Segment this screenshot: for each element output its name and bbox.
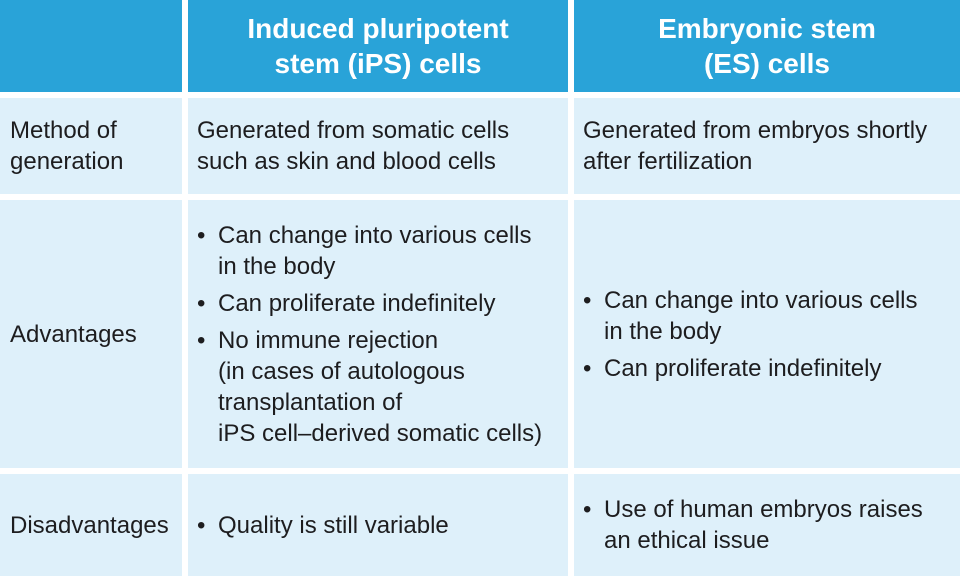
bullet-item: • Can change into various cells in the b…	[197, 220, 542, 282]
header-es-label: Embryonic stem (ES) cells	[658, 13, 876, 79]
header-ips-label: Induced pluripotent stem (iPS) cells	[247, 13, 509, 79]
advantages-ips-bullet-list: • Can change into various cells in the b…	[197, 220, 542, 449]
advantages-row-label: Advantages	[10, 320, 137, 348]
advantages-es-bullet-list: • Can change into various cells in the b…	[583, 285, 918, 384]
method-ips-text: Generated from somatic cells such as ski…	[197, 117, 510, 175]
row-label-disadvantages: Disadvantages	[0, 474, 182, 576]
row-label-advantages: Advantages	[0, 200, 182, 468]
bullet-text: Quality is still variable	[218, 511, 449, 539]
bullet-icon: •	[583, 286, 592, 314]
bullet-icon: •	[583, 354, 592, 382]
header-corner-cell	[0, 0, 182, 92]
bullet-icon: •	[583, 496, 592, 523]
bullet-text: Can change into various cells in the bod…	[218, 221, 532, 280]
bullet-item: • Can change into various cells in the b…	[583, 285, 918, 347]
bullet-icon: •	[197, 289, 206, 317]
bullet-icon: •	[197, 221, 206, 249]
disadvantages-ips-bullet-list: • Quality is still variable	[197, 510, 449, 541]
bullet-text: Use of human embryos raises an ethical i…	[604, 496, 923, 554]
header-es-cells: Embryonic stem (ES) cells	[574, 0, 960, 92]
bullet-item: • Quality is still variable	[197, 510, 449, 541]
header-ips-cells: Induced pluripotent stem (iPS) cells	[188, 0, 568, 92]
method-row-label: Method of generation	[10, 117, 124, 175]
method-es-text: Generated from embryos shortly after fer…	[583, 117, 928, 175]
row-label-method-of-generation: Method of generation	[0, 98, 182, 194]
bullet-text: No immune rejection (in cases of autolog…	[218, 326, 543, 447]
bullet-item: • No immune rejection (in cases of autol…	[197, 325, 542, 449]
disadvantages-ips-cell: • Quality is still variable	[188, 474, 568, 576]
bullet-text: Can proliferate indefinitely	[218, 289, 496, 317]
bullet-icon: •	[197, 326, 206, 354]
bullet-text: Can proliferate indefinitely	[604, 354, 882, 382]
bullet-item: • Use of human embryos raises an ethical…	[583, 494, 923, 556]
bullet-icon: •	[197, 511, 206, 539]
advantages-ips-cell: • Can change into various cells in the b…	[188, 200, 568, 468]
disadvantages-row-label: Disadvantages	[10, 511, 169, 539]
method-es-cell: Generated from embryos shortly after fer…	[574, 98, 960, 194]
bullet-item: • Can proliferate indefinitely	[197, 288, 542, 319]
bullet-text: Can change into various cells in the bod…	[604, 286, 918, 345]
bullet-item: • Can proliferate indefinitely	[583, 353, 918, 384]
disadvantages-es-cell: • Use of human embryos raises an ethical…	[574, 474, 960, 576]
advantages-es-cell: • Can change into various cells in the b…	[574, 200, 960, 468]
method-ips-cell: Generated from somatic cells such as ski…	[188, 98, 568, 194]
disadvantages-es-bullet-list: • Use of human embryos raises an ethical…	[583, 494, 923, 556]
